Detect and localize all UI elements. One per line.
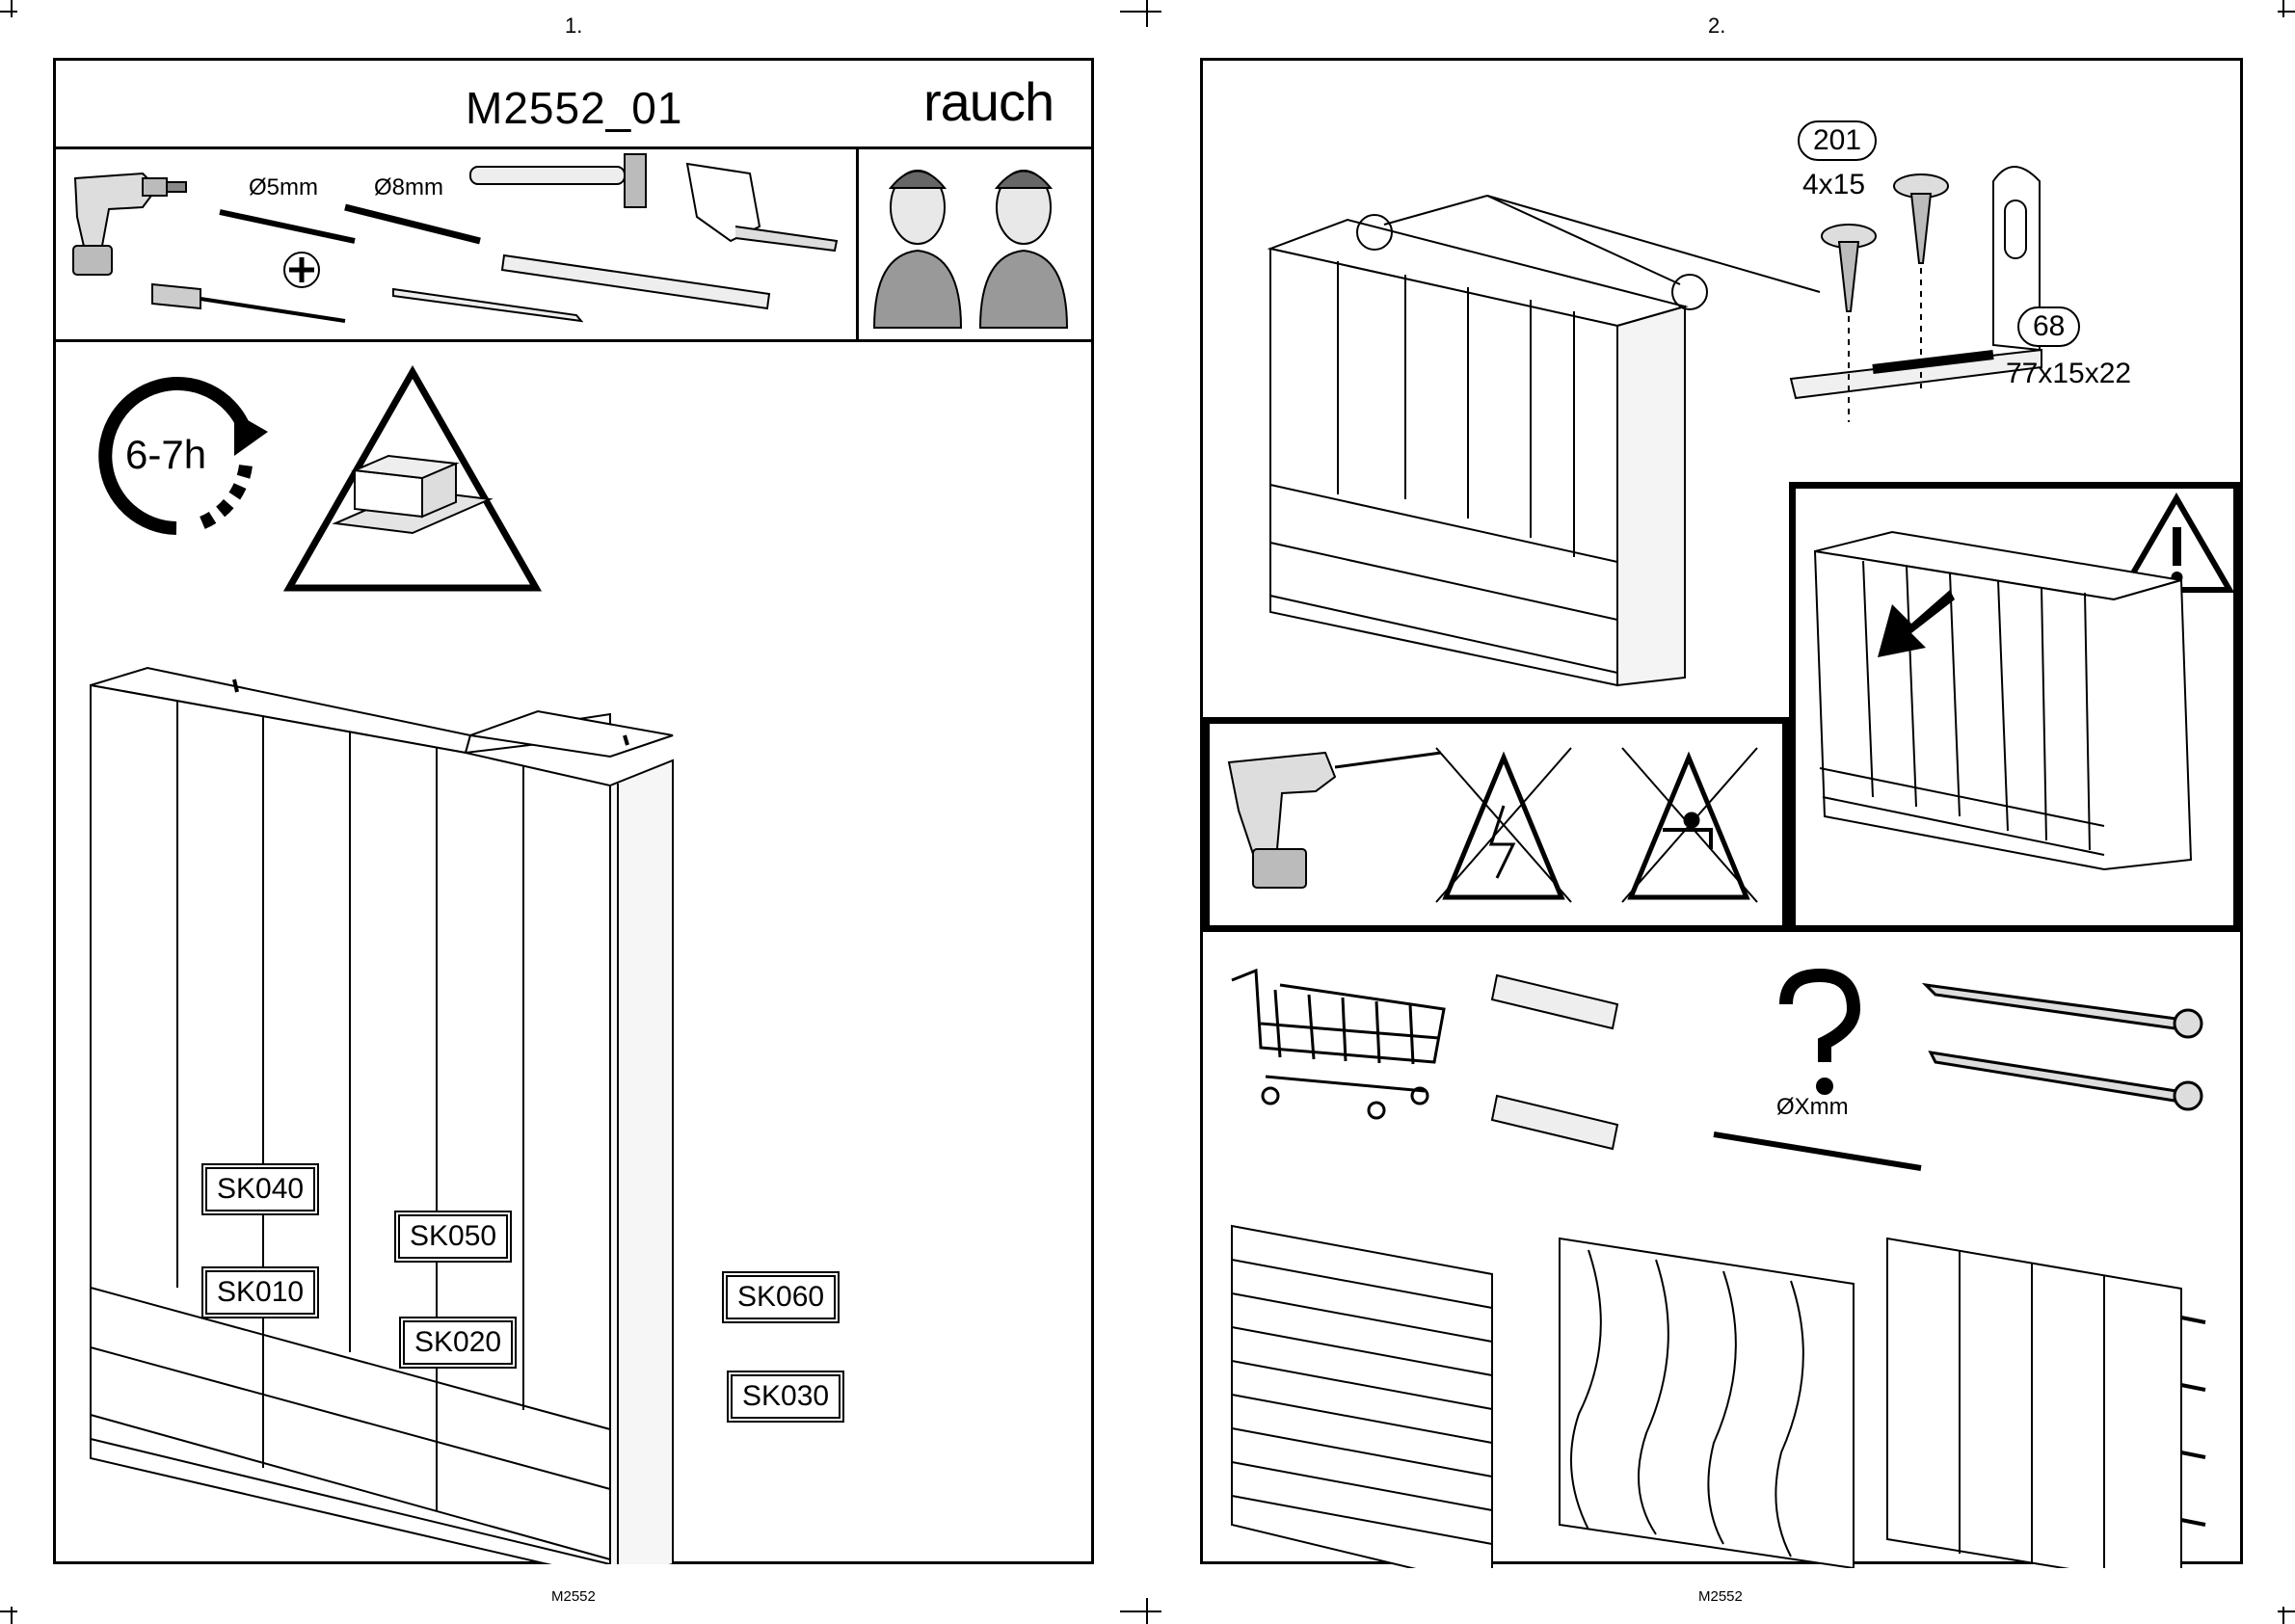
shopping-cart-icon bbox=[1232, 971, 1444, 1118]
tools-vertical-divider bbox=[856, 146, 859, 339]
assembly-duration: 6-7h bbox=[125, 432, 206, 478]
page1-frame: M2552_01 rauch bbox=[53, 58, 1094, 1564]
tools-row bbox=[56, 149, 856, 342]
drill-bit-icon bbox=[1714, 1134, 1921, 1168]
drill-hazard-icons bbox=[1210, 724, 1788, 928]
spirit-level-icon bbox=[502, 255, 769, 308]
drawer-label-sk060: SK060 bbox=[726, 1275, 836, 1319]
wall-hardware-section bbox=[1203, 932, 2240, 1568]
wardrobe-illustration bbox=[85, 600, 1049, 1564]
no-electric-cable-icon bbox=[1436, 748, 1571, 902]
brand-logo: rauch bbox=[923, 70, 1054, 133]
page-number-2: 2. bbox=[1708, 13, 1725, 39]
brick-wall-icon bbox=[1232, 1226, 1492, 1568]
tip-over-warning-icon bbox=[1796, 489, 2239, 932]
document-title: M2552_01 bbox=[466, 82, 682, 134]
bracket-size: 77x15x22 bbox=[2006, 358, 2131, 390]
cordless-drill-icon bbox=[1229, 753, 1441, 888]
drill-size-label: ØXmm bbox=[1776, 1094, 1849, 1121]
phillips-head-icon bbox=[284, 253, 319, 287]
tape-measure-icon bbox=[687, 164, 837, 251]
cordless-drill-icon bbox=[73, 173, 186, 275]
pencil-icon bbox=[393, 289, 581, 321]
two-person-assembly-icon bbox=[860, 149, 1091, 338]
drawer-label-sk010: SK010 bbox=[205, 1270, 315, 1315]
screw-size: 4x15 bbox=[1802, 169, 1865, 201]
drill-bit-5mm-icon bbox=[220, 212, 355, 241]
protect-floor-triangle-icon bbox=[278, 364, 547, 596]
hammer-icon bbox=[470, 154, 646, 207]
page-footer-2: M2552 bbox=[1698, 1588, 1743, 1605]
drill-bit-8mm-label: Ø8mm bbox=[374, 174, 443, 201]
page-number-1: 1. bbox=[565, 13, 582, 39]
wall-plug-icon bbox=[1492, 975, 1617, 1149]
plasterboard-wall-icon bbox=[1887, 1238, 2205, 1568]
page-footer-1: M2552 bbox=[551, 1588, 596, 1605]
tip-over-warning-box bbox=[1789, 482, 2240, 932]
drill-bit-8mm-icon bbox=[345, 207, 480, 241]
screw-part-id: 201 bbox=[1798, 120, 1877, 161]
question-mark-icon bbox=[1786, 975, 1854, 1095]
page2-frame: 201 4x15 68 77x15x22 bbox=[1200, 58, 2243, 1564]
long-screw-icon bbox=[1926, 985, 2202, 1109]
drawer-label-sk050: SK050 bbox=[398, 1214, 508, 1259]
bracket-part-id: 68 bbox=[2017, 306, 2080, 347]
drawer-label-sk040: SK040 bbox=[205, 1167, 315, 1211]
wooden-wall-icon bbox=[1560, 1238, 1854, 1568]
no-water-pipe-icon bbox=[1622, 748, 1757, 902]
drill-bit-5mm-label: Ø5mm bbox=[249, 174, 318, 201]
drill-hazard-box bbox=[1203, 717, 1789, 932]
drawer-label-sk030: SK030 bbox=[731, 1374, 841, 1419]
phillips-screwdriver-icon bbox=[152, 284, 345, 321]
drawer-label-sk020: SK020 bbox=[403, 1320, 513, 1365]
